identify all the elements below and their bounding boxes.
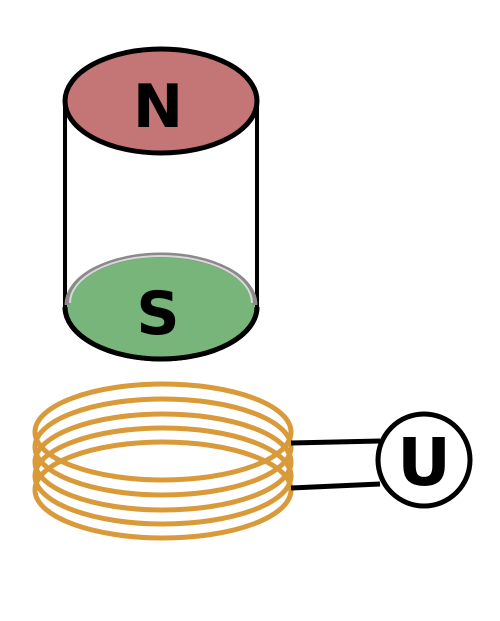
coil-turn-5-front <box>32 489 294 541</box>
voltmeter-label: U <box>397 424 451 501</box>
south-pole-face <box>67 257 255 357</box>
coil-turn-3-front <box>32 461 294 513</box>
coil-turn-2-back <box>32 396 294 448</box>
voltmeter-circle <box>375 411 473 509</box>
lead-wires <box>290 438 381 491</box>
coil-turn-3-back <box>32 411 294 463</box>
coil-front-turns <box>32 431 294 541</box>
lower-lead-wire <box>290 481 381 491</box>
south-pole-label: S <box>136 279 179 349</box>
coil-turn-4-front <box>32 475 294 527</box>
coil <box>32 381 294 541</box>
north-pole-label: N <box>133 72 183 142</box>
north-pole-face <box>62 46 260 156</box>
south-face-back-rim-highlight <box>69 255 253 304</box>
coil-back-turns <box>32 381 294 491</box>
bar-magnet: S N <box>62 46 260 362</box>
upper-lead-wire <box>290 438 381 446</box>
coil-turn-1-front <box>32 431 294 483</box>
voltmeter: U <box>375 411 473 509</box>
coil-turn-2-front <box>32 446 294 498</box>
magnet-bottom-outline <box>62 306 260 362</box>
coil-turn-1-back <box>32 381 294 433</box>
